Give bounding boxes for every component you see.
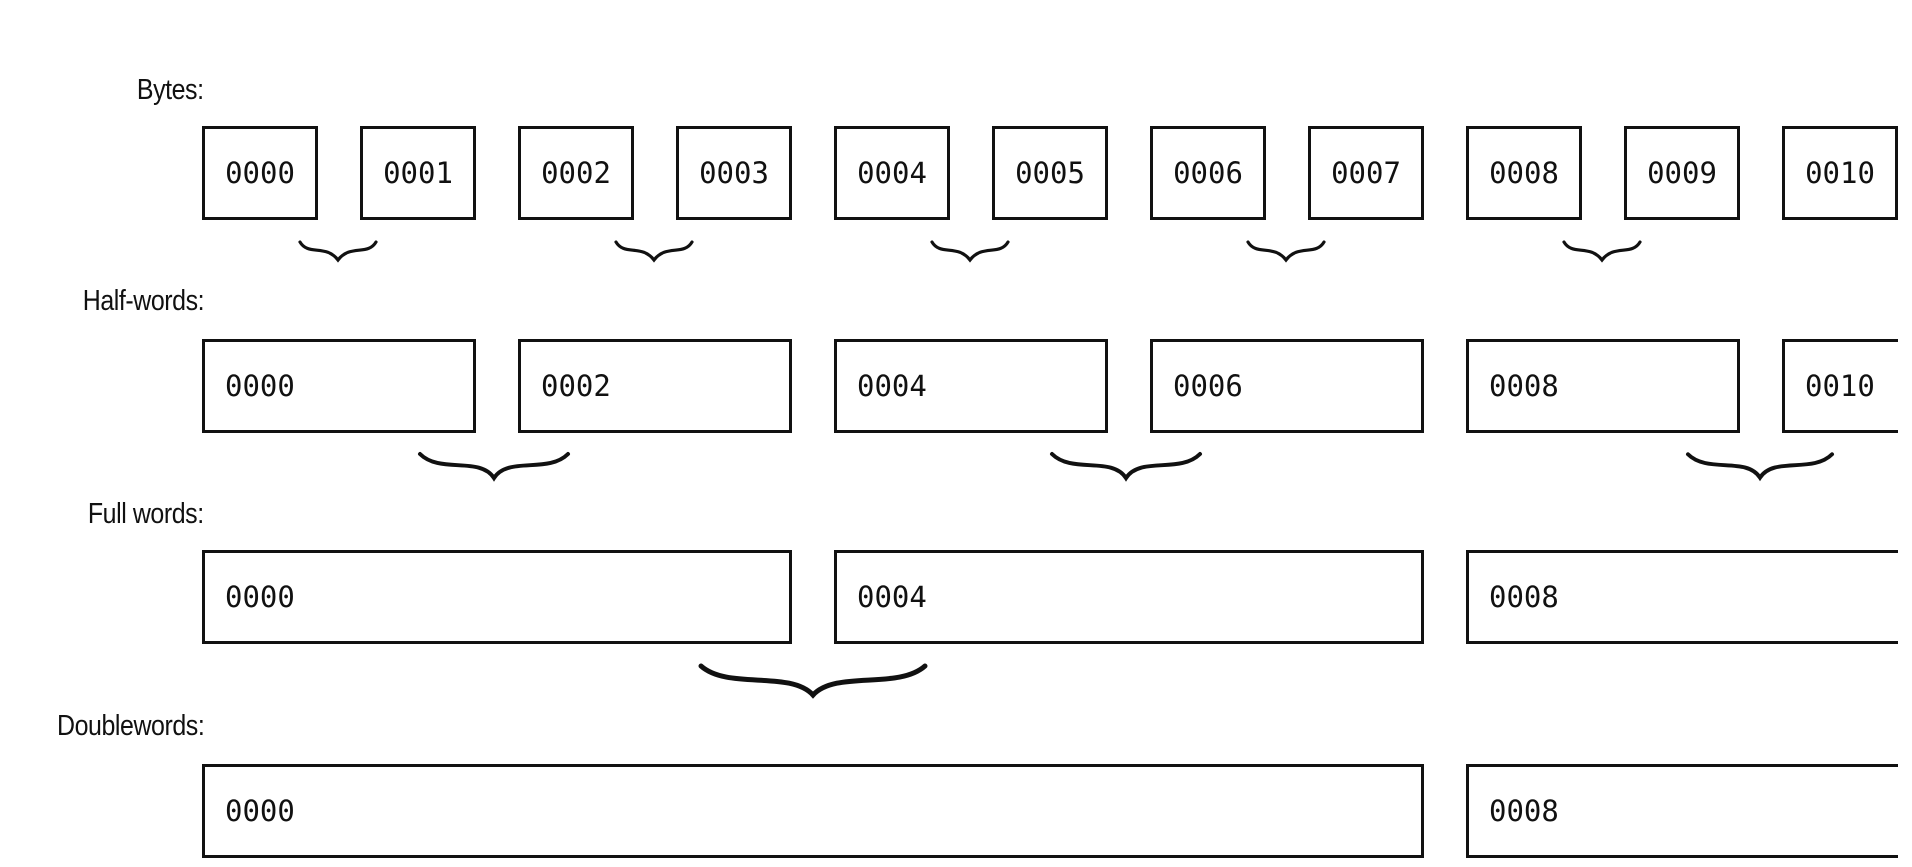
medium-brace-icon	[1686, 452, 1834, 482]
halfword-address: 0006	[1173, 369, 1243, 403]
halfword-address: 0010	[1805, 369, 1875, 403]
small-brace-icon	[930, 240, 1010, 263]
bytes-row-label: Bytes:	[137, 74, 204, 106]
fullword-address: 0000	[225, 580, 295, 614]
large-brace-icon	[698, 663, 928, 699]
byte-address: 0005	[1015, 156, 1085, 190]
byte-address: 0009	[1647, 156, 1717, 190]
halfword-address: 0002	[541, 369, 611, 403]
byte-cell: 0009	[1624, 126, 1740, 220]
byte-address: 0004	[857, 156, 927, 190]
byte-address: 0010	[1805, 156, 1875, 190]
doubleword-address: 0008	[1489, 794, 1559, 828]
byte-address: 0008	[1489, 156, 1559, 190]
halfword-address: 0000	[225, 369, 295, 403]
halfword-cell: 0002	[518, 339, 792, 433]
byte-address: 0003	[699, 156, 769, 190]
doublewords-row-label: Doublewords:	[56, 710, 205, 742]
halfword-address: 0004	[857, 369, 927, 403]
medium-brace-icon	[1050, 452, 1202, 482]
byte-cell: 0005	[992, 126, 1108, 220]
fullword-address: 0004	[857, 580, 927, 614]
doubleword-cell: 0008	[1466, 764, 1898, 858]
doubleword-address: 0000	[225, 794, 295, 828]
byte-address: 0006	[1173, 156, 1243, 190]
fullword-cell: 0004	[834, 550, 1424, 644]
halfword-cell: 0006	[1150, 339, 1424, 433]
byte-cell: 0010	[1782, 126, 1898, 220]
byte-address: 0001	[383, 156, 453, 190]
byte-cell: 0001	[360, 126, 476, 220]
byte-cell: 0007	[1308, 126, 1424, 220]
halfword-cell: 0004	[834, 339, 1108, 433]
byte-cell: 0000	[202, 126, 318, 220]
halfword-cell: 0010	[1782, 339, 1898, 433]
small-brace-icon	[1246, 240, 1326, 263]
doubleword-cell: 0000	[202, 764, 1424, 858]
byte-address: 0007	[1331, 156, 1401, 190]
fullword-cell: 0000	[202, 550, 792, 644]
halfword-cell: 0008	[1466, 339, 1740, 433]
byte-address: 0002	[541, 156, 611, 190]
halfword-cell: 0000	[202, 339, 476, 433]
small-brace-icon	[298, 240, 378, 263]
fullword-cell: 0008	[1466, 550, 1898, 644]
fullword-address: 0008	[1489, 580, 1559, 614]
byte-cell: 0008	[1466, 126, 1582, 220]
byte-cell: 0003	[676, 126, 792, 220]
byte-cell: 0004	[834, 126, 950, 220]
byte-cell: 0006	[1150, 126, 1266, 220]
byte-cell: 0002	[518, 126, 634, 220]
byte-address: 0000	[225, 156, 295, 190]
fullwords-row-label: Full words:	[88, 498, 204, 530]
halfwords-row-label: Half-words:	[82, 285, 205, 317]
small-brace-icon	[1562, 240, 1642, 263]
medium-brace-icon	[418, 452, 570, 482]
halfword-address: 0008	[1489, 369, 1559, 403]
small-brace-icon	[614, 240, 694, 263]
